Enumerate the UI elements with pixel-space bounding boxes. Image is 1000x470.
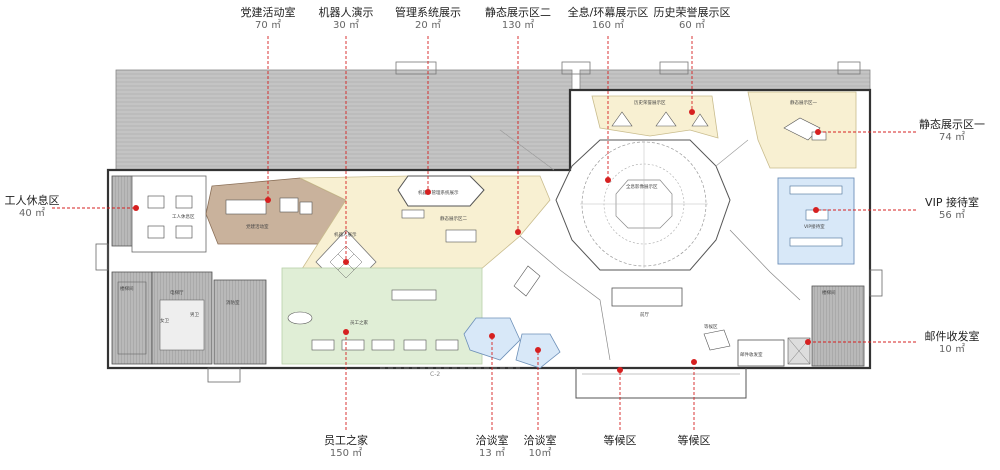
callout-name: 全息/环幕展示区 [567,6,649,19]
plan-label-wait: 等候区 [704,323,718,330]
plan-label-static-two: 静态展示区二 [440,215,467,222]
callout-area: 56 ㎡ [939,209,965,221]
plan-label-staff: 员工之家 [350,319,368,326]
callout-name: 等候区 [677,434,711,447]
callout-staff-home: 员工之家 150 ㎡ [324,434,368,460]
plan-label-robot: 机器人展示 [334,231,357,238]
callout-area: 20 ㎡ [415,19,441,31]
stairs-right-block [811,285,865,367]
callout-area: 10 ㎡ [939,343,965,355]
marker-robot [343,259,349,265]
mgmt-system-zone [397,175,485,207]
leader-lines [52,36,916,430]
callout-static-one: 静态展示区一 74 ㎡ [919,118,985,144]
axis-label: C-2 [430,371,440,378]
callout-name: 静态展示区一 [919,118,985,131]
callout-area: 160 ㎡ [591,19,625,31]
marker-party [265,197,271,203]
marker-holo [605,177,611,183]
top-right-strip [579,69,871,91]
callout-holo: 全息/环幕展示区 160 ㎡ [568,6,649,32]
marker-mail [805,339,811,345]
plan-label-hall: 前厅 [640,311,649,318]
plan-label-party: 党建活动室 [246,223,269,230]
plan-label-stairs-right: 楼梯间 [822,289,836,296]
vip-furniture [789,185,843,247]
callout-area: 10㎡ [528,447,552,459]
callout-static-two: 静态展示区二 130 ㎡ [485,6,551,32]
callout-name: VIP 接待室 [925,196,979,209]
plan-label-rest: 工人休息区 [172,213,195,220]
main-entrance [575,368,747,399]
plan-label-stairs-left: 楼梯间 [120,285,134,292]
marker-meet-a [489,333,495,339]
callout-history: 历史荣誉展示区 60 ㎡ [654,6,731,32]
lobby-desk [611,287,683,307]
waiting-furniture [513,265,731,351]
rest-furniture [147,195,193,239]
callout-area: 70 ㎡ [255,19,281,31]
staff-furniture [287,289,459,351]
callout-wait-a: 等候区 [604,434,637,448]
plan-label-holo: 全息影像展示区 [626,183,658,190]
marker-wait-b [691,359,697,365]
callout-area: 130 ㎡ [501,19,535,31]
plan-label-static-one: 静态展示区一 [790,99,817,106]
callout-name: 等候区 [603,434,637,447]
callout-name: 历史荣誉展示区 [653,6,731,19]
plan-label-elevator: 电梯厅 [170,289,184,296]
plan-label-history: 历史荣誉展示区 [634,99,666,106]
worker-rest-room [131,175,207,253]
static-two-furniture [401,209,477,243]
callout-mail: 邮件收发室 10 ㎡ [925,330,980,356]
callout-name: 洽谈室 [475,434,509,447]
plan-label-storage: 消防室 [226,299,240,306]
marker-history [689,109,695,115]
callout-party-room: 党建活动室 70 ㎡ [241,6,296,32]
plan-label-wc-m: 男卫 [190,312,199,318]
marker-rest [133,205,139,211]
callout-area: 60 ㎡ [679,19,705,31]
callout-worker-rest: 工人休息区 40 ㎡ [5,194,60,220]
callout-area: 40 ㎡ [19,207,45,219]
history-furniture [611,111,709,127]
callout-area: 150 ㎡ [329,447,363,459]
callout-name: 静态展示区二 [485,6,551,19]
callout-meeting-a: 洽谈室 13 ㎡ [476,434,509,460]
marker-static-one [815,129,821,135]
callout-name: 管理系统展示 [395,6,461,19]
callout-robot-demo: 机器人演示 30 ㎡ [319,6,374,32]
marker-static-two [515,229,521,235]
marker-staff [343,329,349,335]
history-zone [591,95,719,139]
plan-label-mail: 邮件收发室 [740,351,763,358]
mail-room-zone [737,339,785,367]
marker-meet-b [535,347,541,353]
holo-hall-outline [555,139,731,271]
callout-name: 党建活动室 [240,6,296,19]
callout-wait-b: 等候区 [678,434,711,448]
top-corridor [115,69,573,171]
callout-mgmt-system: 管理系统展示 20 ㎡ [395,6,461,32]
callout-name: 机器人演示 [318,6,374,19]
callout-name: 员工之家 [324,434,368,447]
callout-meeting-b: 洽谈室 10㎡ [524,434,557,460]
plan-label-vip: VIP接待室 [804,223,825,230]
callout-name: 洽谈室 [523,434,557,447]
marker-mgmt [425,189,431,195]
callout-area: 30 ㎡ [333,19,359,31]
callout-name: 邮件收发室 [924,330,980,343]
callout-name: 工人休息区 [4,194,60,207]
plan-label-mgmt: 机器人管理系统展示 [418,189,459,196]
party-furniture [225,197,313,215]
callout-vip: VIP 接待室 56 ㎡ [925,196,979,222]
marker-wait-a [617,367,623,373]
marker-vip [813,207,819,213]
callout-area: 13 ㎡ [479,447,505,459]
plan-label-wc-f: 女卫 [160,317,169,324]
callout-area: 74 ㎡ [939,131,965,143]
storage-block [213,279,267,365]
